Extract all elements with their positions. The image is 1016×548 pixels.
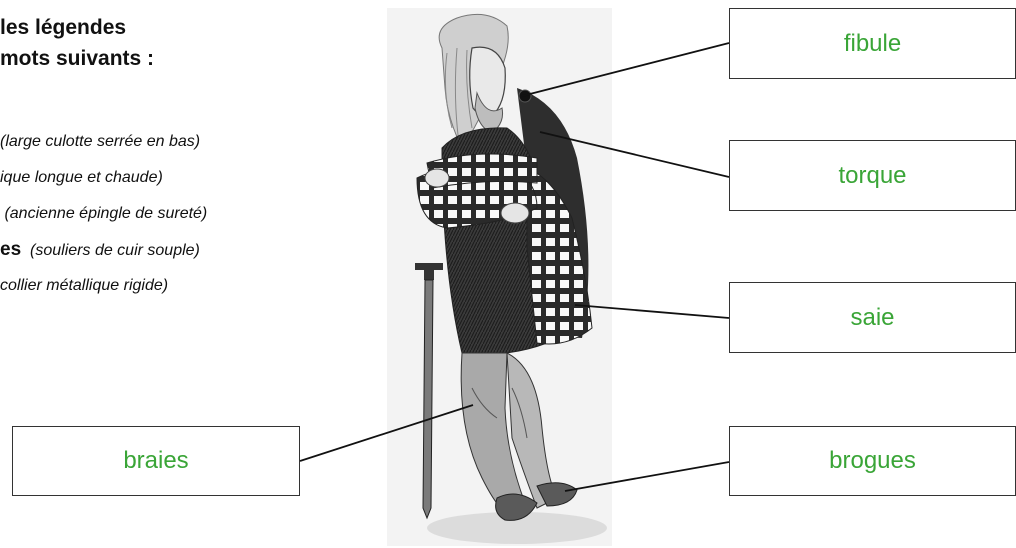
instruction-heading: les légendes mots suivants : <box>0 12 154 74</box>
gaul-warrior-illustration <box>387 8 612 546</box>
label-box-saie[interactable]: saie <box>729 282 1016 353</box>
definition-saie: ique longue et chaude) <box>0 169 163 186</box>
label-box-fibule[interactable]: fibule <box>729 8 1016 79</box>
label-braies: braies <box>123 447 189 474</box>
definition-braies: (large culotte serrée en bas) <box>0 133 201 150</box>
label-torque: torque <box>838 161 907 189</box>
label-box-braies[interactable]: braies <box>12 426 300 496</box>
definition-fibule: (ancienne épingle de sureté) <box>4 205 208 222</box>
label-box-brogues[interactable]: brogues <box>729 426 1016 496</box>
heading-line-2: mots suivants : <box>0 47 155 70</box>
definition-brogues: es (souliers de cuir souple) <box>0 239 200 260</box>
label-saie: saie <box>850 303 895 331</box>
definition-torque: collier métallique rigide) <box>0 277 169 294</box>
label-box-torque[interactable]: torque <box>729 140 1016 211</box>
heading-line-1: les légendes <box>0 16 127 39</box>
label-fibule: fibule <box>843 29 902 57</box>
label-brogues: brogues <box>829 447 916 474</box>
definitions-list: (large culotte serrée en bas) ique longu… <box>0 124 207 304</box>
